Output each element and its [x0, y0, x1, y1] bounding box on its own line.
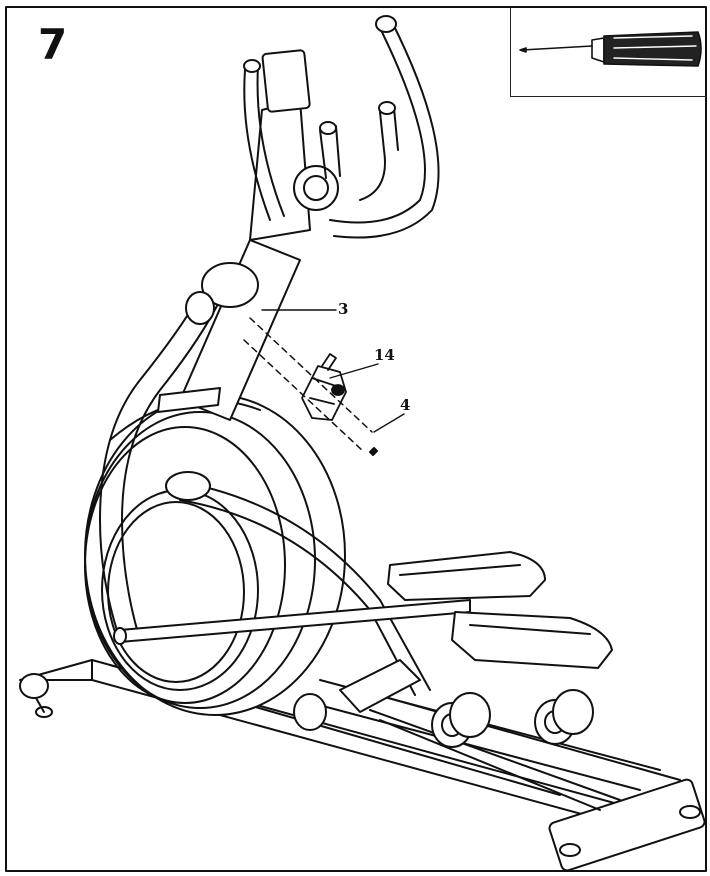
- console-and-handlebars: [243, 15, 440, 241]
- leader-lines: [261, 309, 405, 433]
- callout-4: 4: [400, 396, 411, 414]
- callout-3: 3: [338, 300, 349, 318]
- page-border: [5, 6, 707, 872]
- rollers: [293, 659, 594, 748]
- assembly-guide-lines: [243, 317, 373, 453]
- bottle-holder-bracket: [301, 353, 347, 421]
- step-number: 7: [38, 20, 68, 69]
- moving-arm: [113, 471, 471, 696]
- pedals: [387, 551, 613, 669]
- console-mast: [99, 239, 301, 641]
- screwdriver-icon: [519, 31, 702, 67]
- pedal-rails: [299, 679, 681, 811]
- tool-panel: [510, 8, 707, 97]
- screw: [369, 447, 378, 456]
- callout-14: 14: [374, 346, 395, 364]
